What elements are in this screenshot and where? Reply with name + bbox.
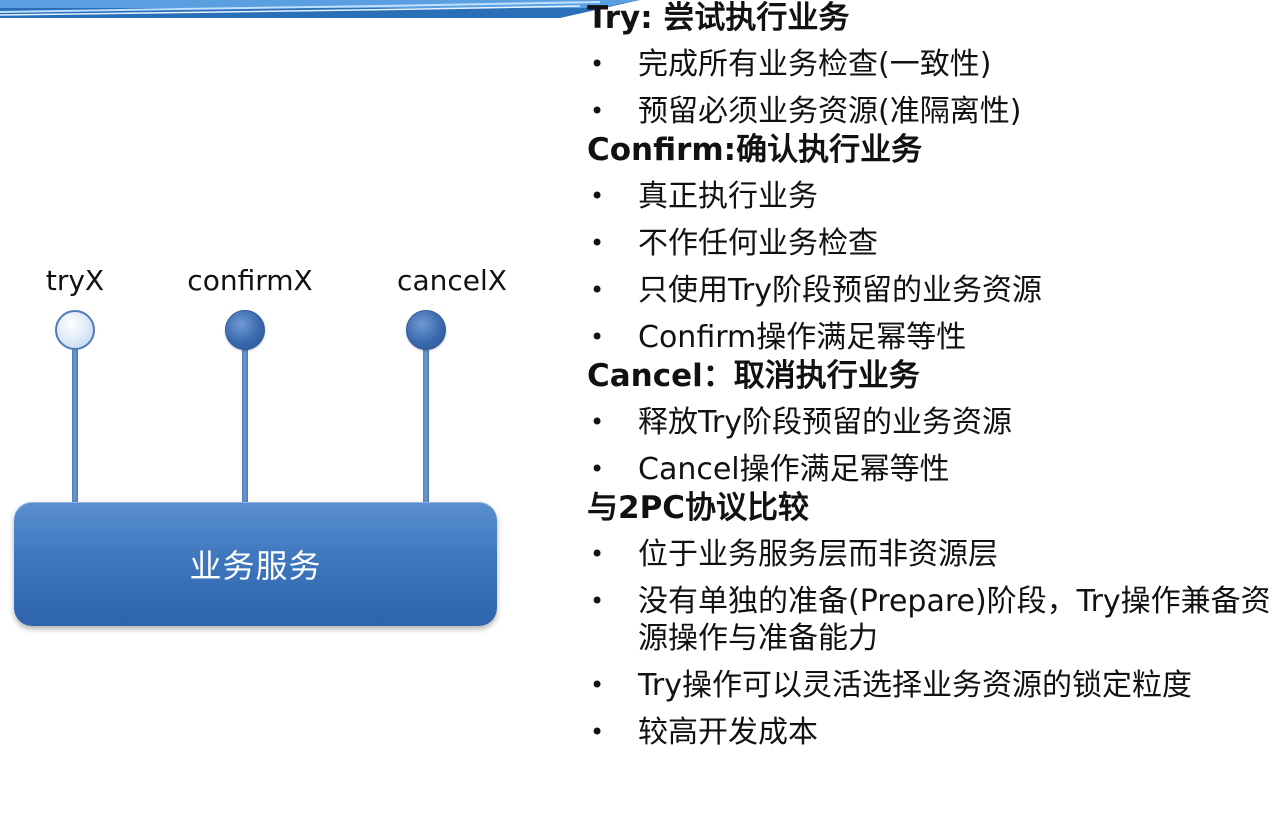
list-item-text: Try操作可以灵活选择业务资源的锁定粒度 <box>638 668 1193 703</box>
bullet-icon: • <box>590 408 605 436</box>
list-item: • 较高开发成本 <box>587 714 1277 751</box>
tcc-diagram: tryX confirmX cancelX 业务服务 <box>0 0 560 835</box>
op-node-try <box>55 310 95 350</box>
section-try: Try: 尝试执行业务 • 完成所有业务检查(一致性) • 预留必须业务资源(准… <box>587 0 1277 130</box>
list-item-text: 预留必须业务资源(准隔离性) <box>638 94 1022 129</box>
list-item-text: 位于业务服务层而非资源层 <box>638 537 998 572</box>
list-item-text: Confirm操作满足幂等性 <box>638 320 967 355</box>
bullet-icon: • <box>590 182 605 210</box>
list-cancel: • 释放Try阶段预留的业务资源 • Cancel操作满足幂等性 <box>587 404 1277 488</box>
list-item-text: 释放Try阶段预留的业务资源 <box>638 405 1013 440</box>
list-item: • 预留必须业务资源(准隔离性) <box>587 93 1277 130</box>
list-item: • Cancel操作满足幂等性 <box>587 451 1277 488</box>
list-item-text: 真正执行业务 <box>638 179 818 214</box>
list-item-text: 不作任何业务检查 <box>638 226 878 261</box>
op-label-confirm: confirmX <box>187 264 313 297</box>
bullet-icon: • <box>590 323 605 351</box>
heading-cancel: Cancel：取消执行业务 <box>587 358 920 394</box>
list-2pc-compare: • 位于业务服务层而非资源层 • 没有单独的准备(Prepare)阶段，Try操… <box>587 536 1277 751</box>
bullet-icon: • <box>590 229 605 257</box>
section-cancel: Cancel：取消执行业务 • 释放Try阶段预留的业务资源 • Cancel操… <box>587 358 1277 488</box>
list-try: • 完成所有业务检查(一致性) • 预留必须业务资源(准隔离性) <box>587 46 1277 130</box>
list-item-text: Cancel操作满足幂等性 <box>638 452 950 487</box>
list-confirm: • 真正执行业务 • 不作任何业务检查 • 只使用Try阶段预留的业务资源 • … <box>587 178 1277 356</box>
bullet-icon: • <box>590 671 605 699</box>
list-item: • 只使用Try阶段预留的业务资源 <box>587 272 1277 309</box>
business-service-box: 业务服务 <box>14 502 497 626</box>
list-item-text: 没有单独的准备(Prepare)阶段，Try操作兼备资源操作与准备能力 <box>638 584 1271 656</box>
list-item: • 完成所有业务检查(一致性) <box>587 46 1277 83</box>
bullet-icon: • <box>590 540 605 568</box>
list-item: • Try操作可以灵活选择业务资源的锁定粒度 <box>587 667 1277 704</box>
list-item: • 位于业务服务层而非资源层 <box>587 536 1277 573</box>
list-item: • 释放Try阶段预留的业务资源 <box>587 404 1277 441</box>
op-stem-confirm <box>242 330 248 502</box>
list-item: • 真正执行业务 <box>587 178 1277 215</box>
heading-2pc-compare: 与2PC协议比较 <box>587 490 810 526</box>
op-stem-cancel <box>423 330 429 502</box>
business-service-label: 业务服务 <box>189 547 322 585</box>
bullet-icon: • <box>590 50 605 78</box>
op-label-try: tryX <box>45 264 105 297</box>
list-item-text: 完成所有业务检查(一致性) <box>638 47 992 82</box>
bullet-icon: • <box>590 455 605 483</box>
op-label-cancel: cancelX <box>397 264 507 297</box>
section-2pc-compare: 与2PC协议比较 • 位于业务服务层而非资源层 • 没有单独的准备(Prepar… <box>587 490 1277 751</box>
top-decorative-band <box>0 0 640 18</box>
heading-try: Try: 尝试执行业务 <box>587 0 850 36</box>
op-stem-try <box>72 330 78 502</box>
list-item-text: 较高开发成本 <box>638 715 818 750</box>
list-item-text: 只使用Try阶段预留的业务资源 <box>638 273 1043 308</box>
list-item: • Confirm操作满足幂等性 <box>587 319 1277 356</box>
bullet-icon: • <box>590 587 605 615</box>
op-node-cancel <box>406 310 446 350</box>
heading-confirm: Confirm:确认执行业务 <box>587 132 923 168</box>
section-confirm: Confirm:确认执行业务 • 真正执行业务 • 不作任何业务检查 • 只使用… <box>587 132 1277 356</box>
bullet-icon: • <box>590 276 605 304</box>
list-item: • 没有单独的准备(Prepare)阶段，Try操作兼备资源操作与准备能力 <box>587 583 1277 657</box>
tcc-description: Try: 尝试执行业务 • 完成所有业务检查(一致性) • 预留必须业务资源(准… <box>587 0 1277 753</box>
bullet-icon: • <box>590 718 605 746</box>
op-node-confirm <box>225 310 265 350</box>
list-item: • 不作任何业务检查 <box>587 225 1277 262</box>
bullet-icon: • <box>590 97 605 125</box>
